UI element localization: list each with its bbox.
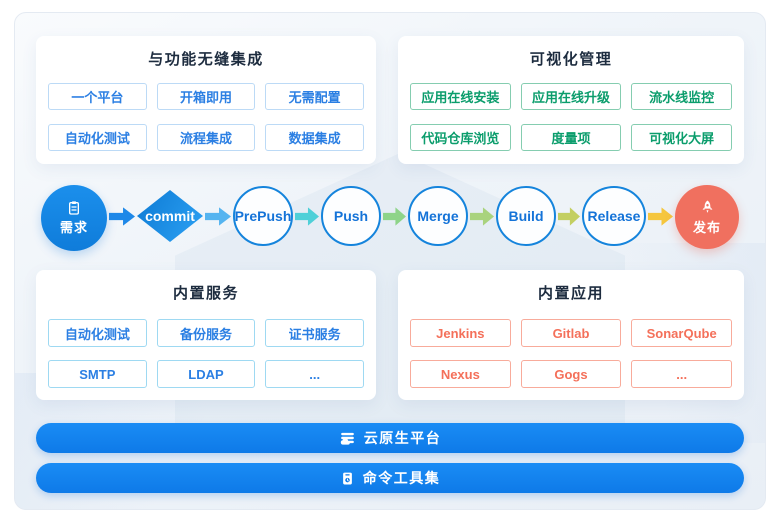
stage-release: Release [582, 186, 646, 246]
stage-label: Release [587, 208, 641, 224]
commit-label: commit [145, 208, 195, 224]
app-chip: Gitlab [520, 319, 622, 347]
chip-row: 一个平台 开箱即用 无需配置 [48, 83, 364, 110]
stage-label: PrePush [234, 208, 292, 224]
feature-chip: 流程集成 [156, 124, 256, 151]
panel-seamless-integration: 与功能无缝集成 一个平台 开箱即用 无需配置 自动化测试 流程集成 数据集成 [36, 36, 376, 164]
app-chip: ... [631, 360, 732, 388]
chip-row: 代码仓库浏览 度量项 可视化大屏 [410, 124, 732, 151]
cloud-server-icon [339, 430, 356, 447]
pipeline-start-node: 需求 [41, 185, 107, 251]
feature-chip: 数据集成 [265, 124, 364, 151]
end-node-label: 发布 [692, 219, 721, 235]
chip-row: Nexus Gogs ... [410, 360, 732, 388]
command-toolset-bar: 命令工具集 [36, 463, 744, 493]
app-chip: Jenkins [410, 319, 511, 347]
feature-chip: 应用在线升级 [520, 83, 622, 110]
terminal-icon [340, 471, 355, 486]
feature-chip: 可视化大屏 [631, 124, 732, 151]
feature-chip: 无需配置 [265, 83, 364, 110]
chip-row: 自动化测试 备份服务 证书服务 [48, 319, 364, 347]
bar-label: 命令工具集 [362, 470, 441, 486]
panel-builtin-apps: 内置应用 Jenkins Gitlab SonarQube Nexus Gogs… [398, 270, 744, 400]
chip-row: 自动化测试 流程集成 数据集成 [48, 124, 364, 151]
stage-label: Push [333, 208, 369, 224]
stage-merge: Merge [408, 186, 468, 246]
chip-row: 应用在线安装 应用在线升级 流水线监控 [410, 83, 732, 110]
panel-builtin-services: 内置服务 自动化测试 备份服务 证书服务 SMTP LDAP ... [36, 270, 376, 400]
feature-chip: 一个平台 [48, 83, 147, 110]
stage-label: Build [508, 208, 544, 224]
feature-chip: 应用在线安装 [410, 83, 511, 110]
feature-chip: 开箱即用 [156, 83, 256, 110]
rocket-icon [699, 199, 716, 216]
panel-title: 内置应用 [537, 285, 604, 302]
service-chip: ... [265, 360, 364, 388]
service-chip: 自动化测试 [48, 319, 147, 347]
chip-row: Jenkins Gitlab SonarQube [410, 319, 732, 347]
service-chip: LDAP [156, 360, 256, 388]
app-chip: Gogs [520, 360, 622, 388]
clipboard-icon [66, 200, 82, 216]
panel-visual-management: 可视化管理 应用在线安装 应用在线升级 流水线监控 代码仓库浏览 度量项 可视化… [398, 36, 744, 164]
stage-build: Build [496, 186, 556, 246]
feature-chip: 自动化测试 [48, 124, 147, 151]
stage-push: Push [321, 186, 381, 246]
service-chip: SMTP [48, 360, 147, 388]
stage-prepush: PrePush [233, 186, 293, 246]
stage-label: Merge [417, 208, 459, 224]
app-chip: SonarQube [631, 319, 732, 347]
chip-row: SMTP LDAP ... [48, 360, 364, 388]
panel-title: 内置服务 [172, 285, 239, 302]
bar-label: 云原生平台 [363, 430, 442, 446]
feature-chip: 流水线监控 [631, 83, 732, 110]
pipeline-end-node: 发布 [675, 185, 739, 249]
feature-chip: 代码仓库浏览 [410, 124, 511, 151]
start-node-label: 需求 [59, 220, 88, 235]
panel-title: 可视化管理 [529, 51, 613, 68]
feature-chip: 度量项 [520, 124, 622, 151]
service-chip: 证书服务 [265, 319, 364, 347]
app-chip: Nexus [410, 360, 511, 388]
panel-title: 与功能无缝集成 [148, 51, 264, 68]
service-chip: 备份服务 [156, 319, 256, 347]
cloud-native-platform-bar: 云原生平台 [36, 423, 744, 453]
